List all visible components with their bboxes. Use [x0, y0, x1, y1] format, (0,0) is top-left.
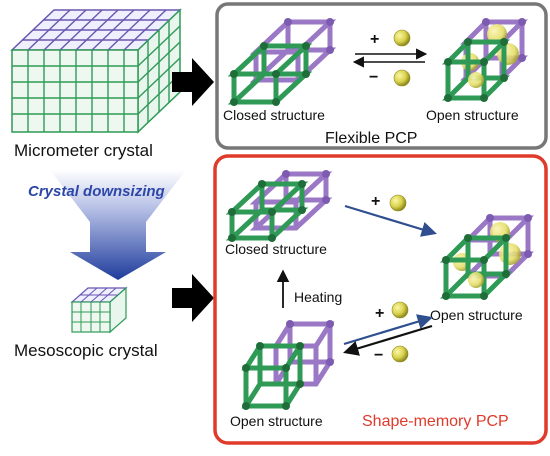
- shape-memory-open-bottom-label: Open structure: [230, 413, 323, 429]
- big-arrow-bottom: [172, 274, 214, 322]
- shape-memory-pcp-title: Shape-memory PCP: [362, 413, 509, 430]
- flexible-minus-sign: −: [369, 69, 378, 86]
- desorption-arrow-bottom: [343, 324, 433, 356]
- shape-memory-guest-bottom-upper: [391, 301, 409, 319]
- shape-memory-minus-sign: −: [374, 347, 383, 364]
- heating-label: Heating: [294, 289, 342, 305]
- shape-memory-guest-bottom-lower: [391, 345, 409, 363]
- downsizing-arrow: [50, 170, 186, 280]
- shape-memory-open-structure-bottom: [241, 320, 335, 410]
- shape-memory-guest-top: [389, 194, 407, 212]
- mesoscopic-crystal-lattice: [70, 286, 128, 334]
- shape-memory-pcp-box: [213, 154, 548, 445]
- adsorption-arrow-bottom: [343, 314, 433, 346]
- shape-memory-closed-label: Closed structure: [225, 241, 327, 257]
- flexible-guest-molecule-bottom: [393, 69, 411, 87]
- micrometer-crystal-lattice: [10, 8, 182, 134]
- micrometer-crystal-label: Micrometer crystal: [14, 141, 153, 160]
- big-arrow-top: [172, 58, 214, 106]
- flexible-open-structure: [441, 18, 529, 102]
- flexible-pcp-title: Flexible PCP: [325, 130, 417, 147]
- flexible-guest-molecule-top: [393, 29, 411, 47]
- flexible-closed-label: Closed structure: [223, 107, 325, 123]
- flexible-equilibrium-arrows: [352, 48, 428, 68]
- shape-memory-open-right-label: Open structure: [430, 307, 523, 323]
- flexible-plus-sign: +: [370, 31, 379, 48]
- shape-memory-open-structure-right: [439, 214, 535, 300]
- flexible-open-label: Open structure: [426, 107, 519, 123]
- flexible-closed-structure: [227, 18, 337, 106]
- shape-memory-plus-top: +: [371, 193, 380, 210]
- shape-memory-plus-bottom: +: [375, 305, 384, 322]
- adsorption-arrow-top: [344, 204, 437, 237]
- flexible-pcp-box: [215, 2, 548, 150]
- shape-memory-closed-structure: [225, 170, 333, 242]
- mesoscopic-crystal-label: Mesoscopic crystal: [14, 341, 158, 360]
- crystal-downsizing-label: Crystal downsizing: [28, 183, 165, 200]
